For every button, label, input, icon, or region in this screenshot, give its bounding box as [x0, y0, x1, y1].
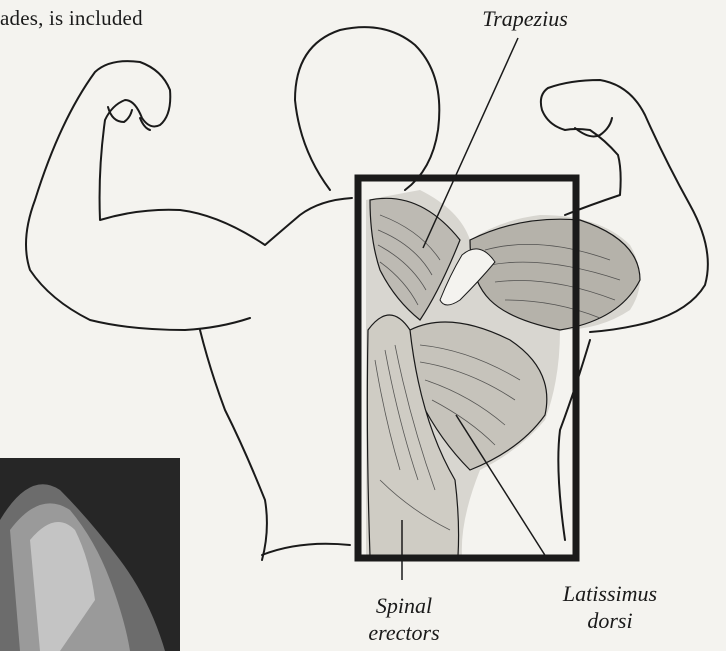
- spinal-label-line2: erectors: [354, 619, 454, 646]
- left-arm-outline: [26, 61, 352, 330]
- torso-left-line: [200, 330, 267, 560]
- spinal-label-line1: Spinal: [354, 592, 454, 619]
- latissimus-dorsi-label: Latissimus dorsi: [540, 580, 680, 634]
- head-outline: [295, 27, 439, 190]
- spinal-erectors-label: Spinal erectors: [354, 592, 454, 646]
- lats-label-line2: dorsi: [540, 607, 680, 634]
- muscle-detail: [366, 190, 640, 556]
- trapezius-label: Trapezius: [470, 5, 580, 32]
- photo-inset: [0, 458, 180, 651]
- torso-waist: [262, 544, 350, 555]
- trapezius-leader: [423, 38, 518, 248]
- lats-label-line1: Latissimus: [540, 580, 680, 607]
